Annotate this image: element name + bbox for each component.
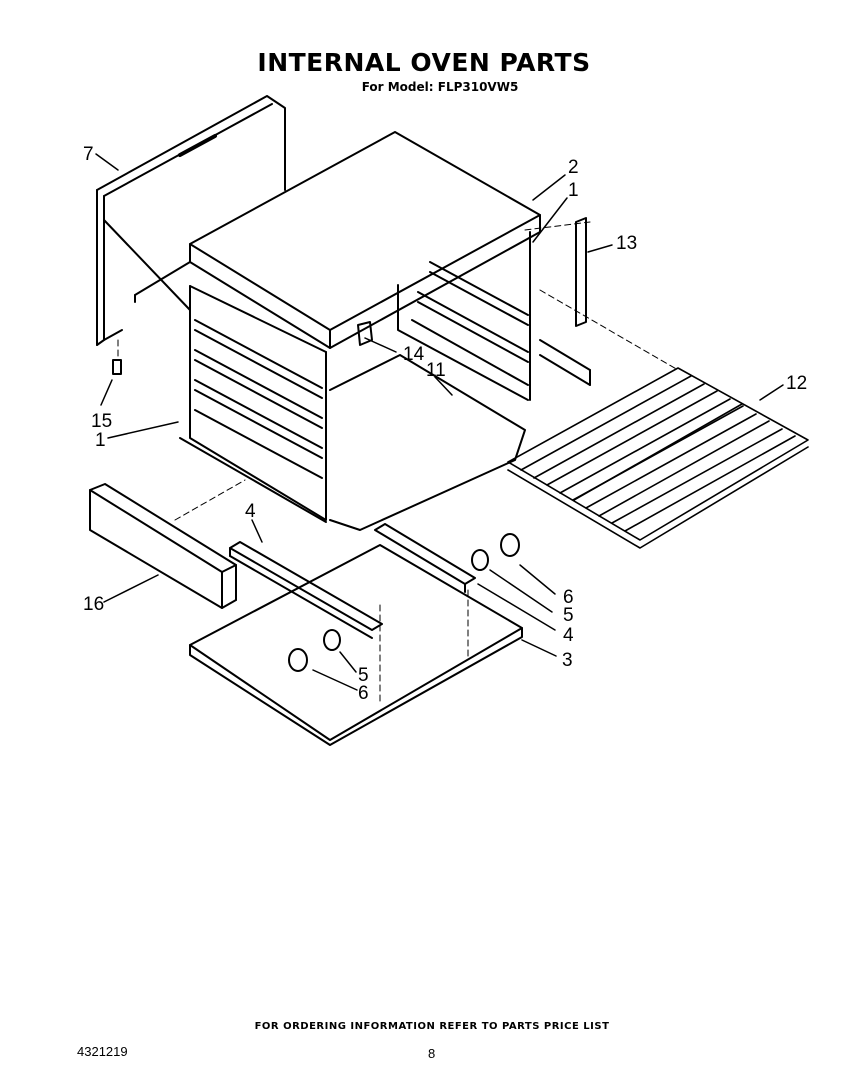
document-number: 4321219 (77, 1044, 128, 1059)
part-7-rear-frame (96, 95, 286, 346)
part-12-oven-rack (507, 367, 809, 549)
part-14-bracket (357, 321, 373, 346)
callout-5-right: 5 (563, 605, 574, 626)
callout-15: 15 (91, 411, 112, 432)
callout-12: 12 (786, 373, 807, 394)
callout-6-left: 6 (358, 683, 369, 704)
callout-16: 16 (83, 594, 104, 615)
callout-4-right: 4 (563, 625, 574, 646)
part-5-orifice-right (471, 549, 489, 571)
callout-11: 11 (426, 360, 446, 381)
callout-6-right: 6 (563, 587, 574, 608)
part-6-shutter-left (288, 648, 308, 672)
callout-1-right: 1 (568, 180, 579, 201)
callout-leaders (95, 153, 784, 691)
ordering-note: FOR ORDERING INFORMATION REFER TO PARTS … (254, 1021, 610, 1032)
callout-4-left: 4 (245, 501, 256, 522)
callout-1-left: 1 (95, 430, 106, 451)
callout-13: 13 (616, 233, 637, 254)
callout-14: 14 (403, 344, 425, 365)
part-1-right-side-wall (397, 231, 591, 401)
part-4-left-rail (229, 541, 383, 639)
callout-3: 3 (562, 650, 573, 671)
part-4-right-rail (374, 523, 476, 593)
part-2-oven-top (134, 131, 541, 349)
part-16-front-trim (89, 483, 237, 609)
part-6-shutter-right (500, 533, 520, 557)
part-13-strip (575, 217, 587, 327)
model-subtitle: For Model: FLP310VW5 (361, 80, 519, 94)
part-15-screw (112, 359, 122, 375)
callout-7: 7 (83, 144, 94, 165)
assembly-guide-lines (117, 221, 679, 706)
callout-2: 2 (568, 157, 579, 178)
part-11-oven-bottom (329, 354, 526, 531)
page-title: INTERNAL OVEN PARTS (257, 48, 591, 77)
callout-5-left: 5 (358, 665, 369, 686)
page-number: 8 (428, 1046, 436, 1061)
part-5-orifice-left (323, 629, 341, 651)
part-3-bottom-pan (189, 544, 523, 746)
part-1-left-side-wall (179, 285, 327, 523)
